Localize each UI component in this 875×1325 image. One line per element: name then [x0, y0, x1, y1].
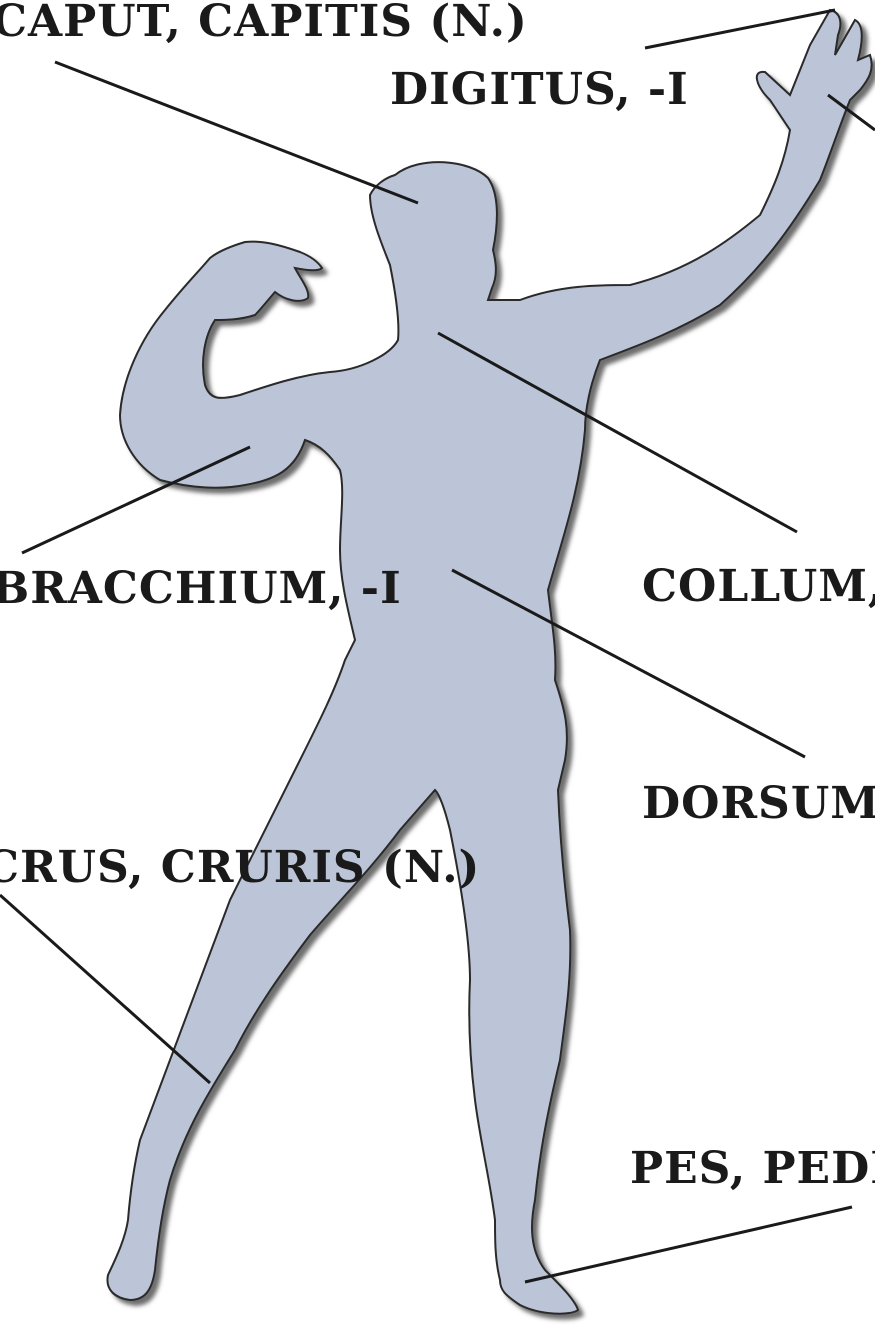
- label-dorsum: DORSUM, -I: [642, 782, 875, 826]
- leader-line-bracchium: [22, 447, 250, 553]
- label-digitus: DIGITUS, -I: [390, 68, 689, 112]
- leader-line-pes: [525, 1207, 852, 1282]
- leader-line-caput: [55, 62, 418, 203]
- label-crus: CRUS, CRURIS (N.): [0, 846, 480, 890]
- leader-line-digitus-a: [645, 10, 835, 48]
- label-caput: CAPUT, CAPITIS (N.): [0, 0, 528, 44]
- human-silhouette: [107, 10, 871, 1314]
- leader-line-crus: [0, 895, 210, 1083]
- body-silhouette: [107, 10, 871, 1314]
- label-collum: COLLUM, -I: [642, 565, 875, 609]
- label-bracchium: BRACCHIUM, -I: [0, 567, 402, 611]
- label-pes: PES, PEDIS (M.): [630, 1147, 875, 1191]
